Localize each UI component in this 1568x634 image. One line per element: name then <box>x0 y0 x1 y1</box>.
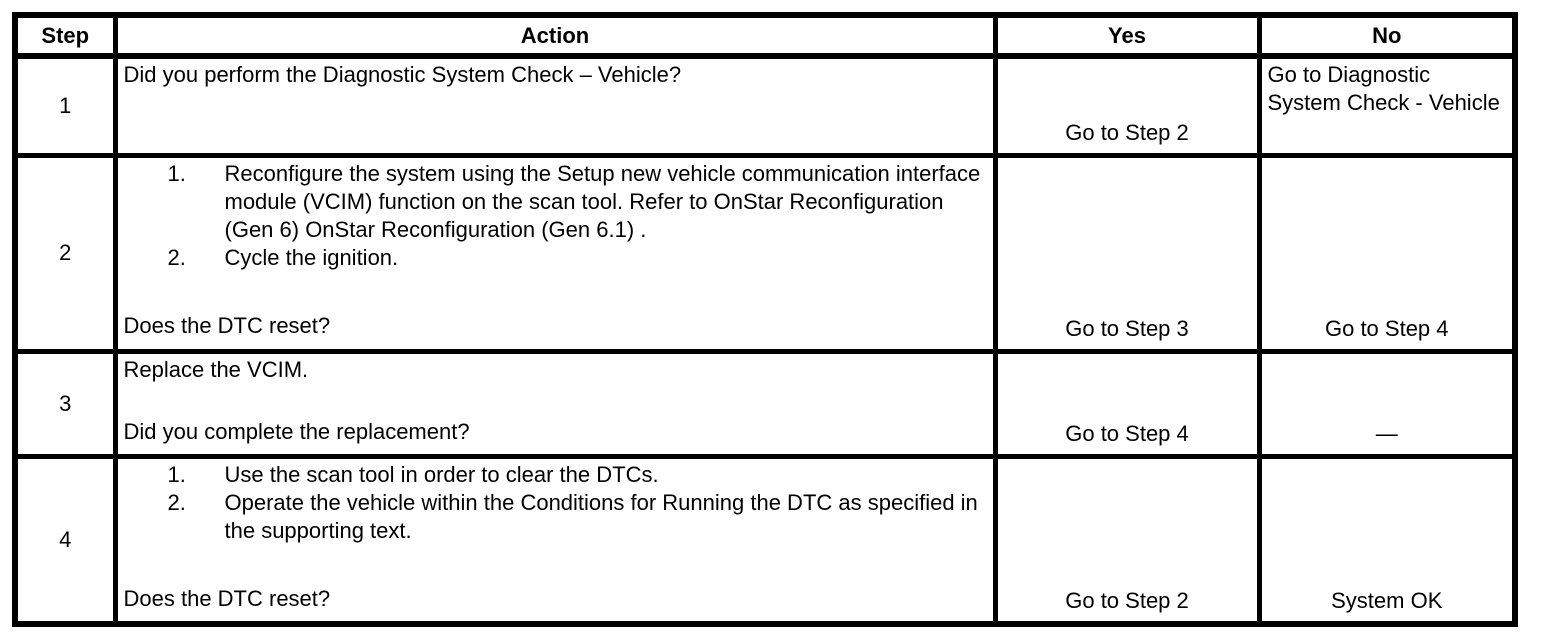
step-number: 2 <box>12 152 118 354</box>
yes-answer: Go to Step 2 <box>992 53 1262 158</box>
no-answer: Go to Diagnostic System Check - Vehicle <box>1256 53 1518 158</box>
step-number: 1 <box>12 53 118 158</box>
column-header-step: Step <box>12 12 118 59</box>
action-cell: 1. Use the scan tool in order to clear t… <box>112 453 998 627</box>
action-question: Does the DTC reset? <box>123 312 331 338</box>
action-intro: Did you perform the Diagnostic System Ch… <box>123 62 682 87</box>
list-item-text: Reconfigure the system using the Setup n… <box>224 160 981 242</box>
action-cell: Did you perform the Diagnostic System Ch… <box>112 53 998 158</box>
list-item: 1. Use the scan tool in order to clear t… <box>168 461 987 489</box>
step-number: 3 <box>12 348 118 459</box>
column-header-action: Action <box>112 12 998 59</box>
list-item: 1. Reconfigure the system using the Setu… <box>168 160 987 244</box>
header-row: Step Action Yes No <box>12 12 1518 59</box>
list-item: 2. Cycle the ignition. <box>168 244 987 272</box>
list-item-text: Use the scan tool in order to clear the … <box>224 461 659 487</box>
action-intro: Replace the VCIM. <box>123 356 309 382</box>
table-row-step-2: 2 1. Reconfigure the system using the Se… <box>12 152 1518 354</box>
action-numbered-list: 1. Reconfigure the system using the Setu… <box>124 160 987 272</box>
column-header-yes: Yes <box>992 12 1262 59</box>
no-answer: System OK <box>1256 453 1518 627</box>
list-item-number: 1. <box>167 160 186 186</box>
table-row-step-1: 1 Did you perform the Diagnostic System … <box>12 53 1518 158</box>
table-row-step-4: 4 1. Use the scan tool in order to clear… <box>12 453 1518 627</box>
action-numbered-list: 1. Use the scan tool in order to clear t… <box>124 461 987 545</box>
list-item-number: 1. <box>167 461 186 487</box>
list-item-text: Operate the vehicle within the Condition… <box>224 489 978 543</box>
action-question: Does the DTC reset? <box>123 585 331 611</box>
list-item-number: 2. <box>167 244 186 270</box>
list-item-text: Cycle the ignition. <box>224 244 399 270</box>
action-cell: 1. Reconfigure the system using the Setu… <box>112 152 998 354</box>
step-number: 4 <box>12 453 118 627</box>
yes-answer: Go to Step 2 <box>992 453 1262 627</box>
yes-answer: Go to Step 4 <box>992 348 1262 459</box>
no-answer: Go to Step 4 <box>1256 152 1518 354</box>
list-item: 2. Operate the vehicle within the Condit… <box>168 489 987 545</box>
list-item-number: 2. <box>167 489 186 515</box>
no-answer: — <box>1256 348 1518 459</box>
action-cell: Replace the VCIM. Did you complete the r… <box>112 348 998 459</box>
table-row-step-3: 3 Replace the VCIM. Did you complete the… <box>12 348 1518 459</box>
diagnostic-step-table: Step Action Yes No 1 Did you perform the… <box>12 12 1518 627</box>
column-header-no: No <box>1256 12 1518 59</box>
action-question: Did you complete the replacement? <box>123 418 470 444</box>
yes-answer: Go to Step 3 <box>992 152 1262 354</box>
